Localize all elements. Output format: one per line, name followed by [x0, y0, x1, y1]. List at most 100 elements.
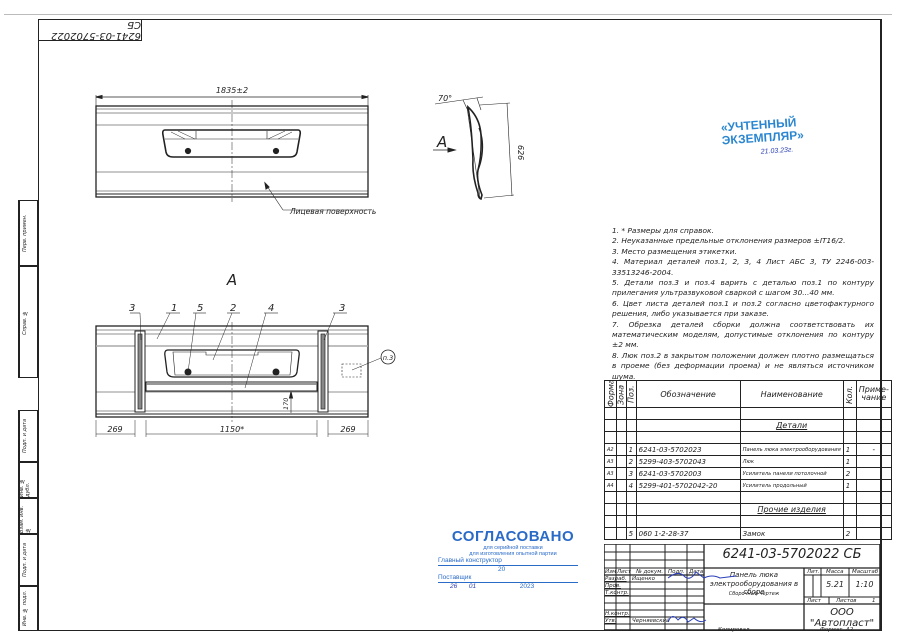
header-format: Формат	[604, 380, 617, 408]
table-row: A3 3 6241-03-5702003 Усилитель панели по…	[604, 467, 892, 480]
hatch-opening	[161, 129, 302, 158]
side-cell-repl-inv: Взам. инв. №	[18, 498, 38, 534]
dim-height-text: 626	[516, 145, 525, 160]
cell-designation: 060 1-2-28-37	[635, 527, 741, 540]
cell-designation: 6241-03-5702003	[635, 467, 741, 480]
note-item: 7. Обрезка деталей сборки должна соответ…	[612, 319, 874, 350]
note-item: 3. Место размещения этикетки.	[612, 246, 737, 256]
stamp-agreed-title: СОГЛАСОВАНО	[451, 528, 575, 545]
cell-format: A4	[604, 479, 617, 492]
section-parts: Детали	[739, 419, 844, 432]
note-item: 1. * Размеры для справок.	[612, 226, 714, 235]
note-item: 6. Цвет листа деталей поз.1 и поз.2 согл…	[612, 298, 874, 319]
cell-designation: 5299-401-5702042-20	[635, 479, 741, 492]
cell-pos: 1	[625, 443, 637, 456]
profile-section	[466, 104, 483, 201]
table-row	[604, 407, 892, 420]
header-designation: Обозначение	[635, 380, 741, 408]
side-cell-ref: Справ. №	[18, 266, 38, 378]
cell-format: A3	[604, 455, 617, 468]
drawing-title-line2: электрооборудования в сборе	[709, 580, 799, 596]
cell-qty: 1	[842, 443, 857, 456]
format-value: A2	[846, 627, 854, 633]
cell-designation: 6241-03-5702023	[635, 443, 741, 456]
mass-value: 5.21	[826, 580, 844, 589]
callout-3-left: 3	[129, 303, 135, 314]
title-block-grid	[604, 544, 880, 630]
cell-name: Замок	[739, 527, 844, 540]
cell-designation: 5299-403-5702043	[635, 455, 741, 468]
header-zone: Зона	[616, 380, 627, 408]
cell-pos: 3	[625, 467, 637, 480]
role-approved: Утв.	[605, 618, 617, 624]
title-block: Изм Лист № докум. Подп. Дата Разраб. Ище…	[604, 544, 880, 630]
dim-vertical-text: 170	[282, 398, 290, 410]
note-item: 2. Неуказанные предельные отклонения раз…	[612, 236, 846, 246]
stamp-agreed-day: 26	[450, 583, 458, 590]
cell-note	[855, 479, 892, 492]
table-row: A4 4 5299-401-5702042-20 Усилитель продо…	[604, 479, 892, 492]
note-item: 5. Детали поз.3 и поз.4 варить с деталью…	[612, 278, 874, 298]
cell-format: A3	[604, 467, 617, 480]
stamp-agreed-line2: для изготовления опытной партии	[469, 551, 557, 557]
table-row	[604, 515, 892, 528]
lock-hole-icon	[272, 147, 280, 155]
dim-right-text: 269	[340, 425, 355, 434]
stamp-agreed-year: 2023	[519, 583, 535, 590]
specification-table: Формат Зона Поз. Обозначение Наименовани…	[604, 380, 892, 540]
header-name: Наименование	[739, 380, 844, 408]
callout-1: 1	[171, 303, 177, 314]
format-label: Формат	[820, 627, 843, 633]
stamp-agreed-chief: Главный конструктор	[438, 557, 578, 566]
callout-3-right: 3	[339, 303, 345, 314]
note-item: 8. Люк поз.2 в закрытом положении должен…	[612, 350, 874, 381]
callout-2: 2	[230, 303, 236, 314]
view-a-title: A	[226, 271, 237, 289]
table-header: Формат Зона Поз. Обозначение Наименовани…	[604, 380, 892, 408]
role-developer: Разраб.	[605, 576, 627, 582]
col-change: Изм	[605, 569, 617, 575]
drawing-designation: 6241-03-5702022 СБ	[722, 547, 862, 562]
table-row: A2 1 6241-03-5702023 Панель люка электро…	[604, 443, 892, 456]
cell-note	[855, 467, 892, 480]
stamp-agreed-year-blank: 20	[498, 566, 506, 573]
dim-center-text: 1150*	[220, 425, 244, 434]
approver-name: Черняевский	[632, 618, 670, 624]
table-row	[604, 491, 892, 504]
note-item: 4. Материал деталей поз.1, 2, 3, 4 Лист …	[612, 257, 874, 277]
table-section-row: Детали	[604, 419, 892, 432]
cell-note	[855, 455, 892, 468]
developer-signature	[667, 571, 737, 579]
stamp-agreed-month: 01	[468, 583, 477, 590]
stamp-agreed-supplier: Поставщик	[438, 574, 578, 583]
stamp-agreed-line1: для серийной поставки	[483, 545, 543, 551]
stamp-registered-copy: «УЧТЕННЫЙ ЭКЗЕМПЛЯР» 21.03.23г.	[720, 115, 824, 168]
cell-pos: 4	[625, 479, 637, 492]
label-marker-text: п.3	[383, 354, 393, 362]
lock-hole-icon	[184, 147, 192, 155]
dim-left-text: 269	[107, 425, 122, 434]
lock-icon	[272, 368, 280, 376]
cell-name: Усилитель панели потолочной	[739, 467, 844, 480]
header-qty: Кол.	[843, 380, 857, 408]
cell-name: Панель люка электрооборудования	[739, 443, 844, 456]
scale-value: 1:10	[855, 580, 874, 589]
dim-arrow	[95, 94, 103, 100]
side-cell-sign-date: Подп. и дата	[18, 410, 38, 462]
cell-pos: 2	[625, 455, 637, 468]
header-note: Приме-чание	[855, 380, 892, 408]
drawing-title-line1: Панель люка	[729, 571, 779, 579]
cell-name: Усилитель продольный	[739, 479, 844, 492]
role-checker: Пров.	[605, 583, 621, 589]
scan-edge	[4, 14, 892, 635]
longitudinal-reinforcement	[145, 381, 318, 392]
view-arrow-label: A	[436, 133, 447, 151]
cell-note: -	[855, 443, 892, 456]
top-view	[95, 94, 369, 211]
cell-qty: 1	[842, 479, 857, 492]
view-a	[95, 312, 396, 437]
approver-signature	[667, 616, 707, 623]
cell-qty: 2	[842, 467, 857, 480]
signatures	[667, 571, 737, 623]
